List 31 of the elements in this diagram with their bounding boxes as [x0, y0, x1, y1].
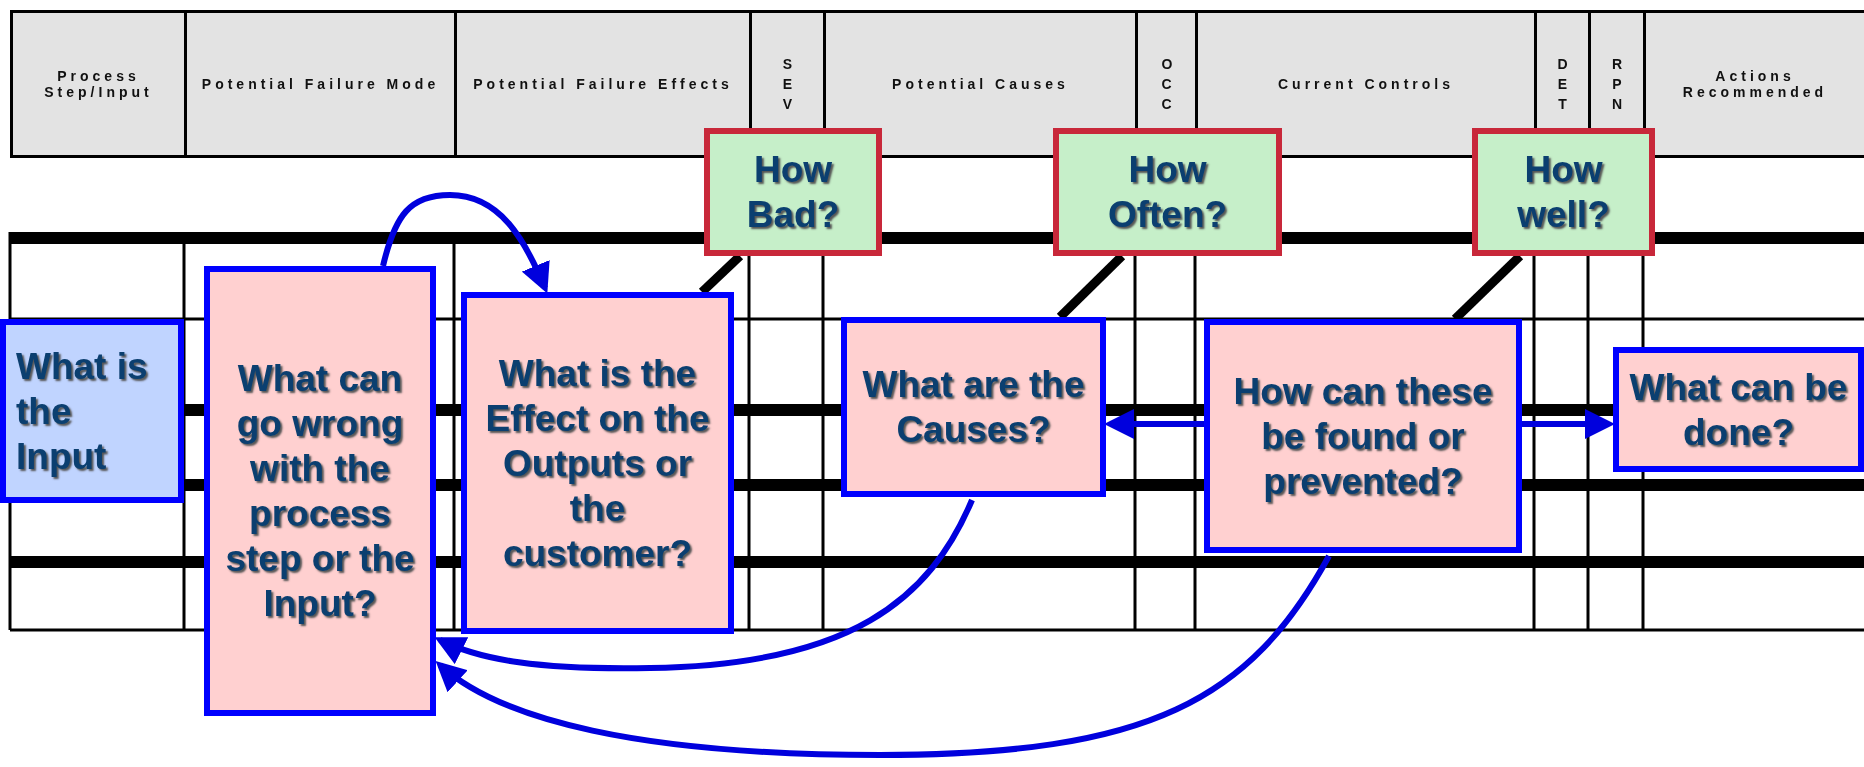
question-text: How can these be found or prevented?	[1232, 369, 1494, 504]
rating-box	[704, 128, 882, 256]
column-header: Potential Causes	[892, 76, 1069, 92]
question-text: What is the Effect on the Outputs or the customer?	[484, 351, 711, 576]
input-box	[0, 319, 184, 503]
column-header: OCC	[1161, 55, 1172, 114]
column-header: Actions Recommended	[1681, 68, 1829, 100]
column-header: Potential Failure Mode	[201, 76, 440, 92]
question-text: How Bad?	[745, 148, 841, 237]
column-header: DET	[1557, 55, 1568, 114]
column-header: Process Step/Input	[43, 68, 154, 100]
column-header: RPN	[1612, 55, 1622, 114]
curved-arrow	[1522, 409, 1615, 439]
question-text: What can be done?	[1629, 365, 1848, 455]
question-text: How well?	[1516, 148, 1611, 237]
question-box	[1204, 319, 1522, 553]
question-text: How Often?	[1106, 148, 1229, 237]
column-header: SEV	[782, 55, 793, 114]
question-box	[1613, 347, 1864, 472]
curved-arrow	[380, 192, 550, 294]
question-box	[461, 292, 734, 634]
question-box	[204, 266, 436, 716]
curved-arrow	[435, 554, 1332, 758]
question-text: What are the Causes?	[861, 363, 1086, 452]
rating-box	[1472, 128, 1655, 256]
column-header: Potential Failure Effects	[473, 76, 733, 92]
column-header: Current Controls	[1278, 76, 1454, 92]
rating-box	[1053, 128, 1282, 256]
question-box	[841, 317, 1106, 497]
question-text: What is the Input	[16, 344, 149, 479]
question-text: What can go wrong with the process step or the Input?	[224, 357, 416, 626]
